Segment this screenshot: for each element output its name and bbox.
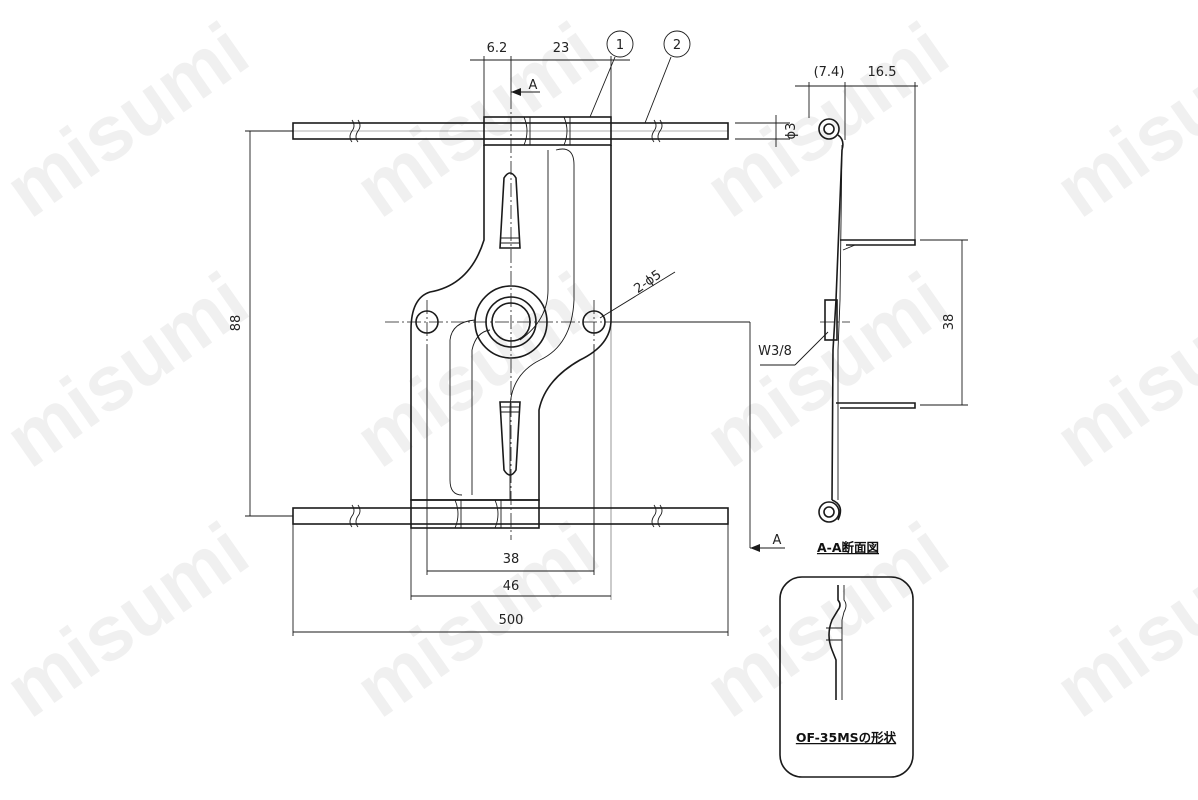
section-marker-bottom: A (773, 533, 782, 548)
watermark-text: misumi (339, 255, 613, 484)
side-section-view: (7.4) 16.5 38 W3/8 A-A断面図 (758, 65, 968, 555)
watermark-text: misumi (0, 505, 263, 734)
watermark-layer: misumi misumi misumi misumi misumi misum… (0, 5, 1198, 734)
front-view (292, 95, 729, 540)
dim-top-offset: 6.2 (487, 41, 508, 56)
watermark-text: misumi (339, 5, 613, 234)
dim-side-pitch: 38 (942, 314, 957, 331)
callout-2-label: 2 (673, 38, 681, 53)
watermark-text: misumi (0, 5, 263, 234)
dim-rod-diameter: ϕ3 (784, 123, 799, 140)
watermark-text: misumi (0, 255, 263, 484)
watermark-text: misumi (1039, 505, 1198, 734)
callout-1-label: 1 (616, 38, 624, 53)
dim-hole-spec: 2-ϕ5 (631, 267, 664, 296)
watermark-text: misumi (1039, 255, 1198, 484)
watermark-text: misumi (689, 255, 963, 484)
dim-side-offset: (7.4) (814, 65, 845, 80)
dim-top-span: 23 (553, 41, 570, 56)
section-caption: A-A断面図 (817, 540, 879, 555)
dim-inner-width: 38 (503, 552, 520, 567)
dim-outer-width: 46 (503, 579, 520, 594)
section-marker-top: A (529, 78, 538, 93)
watermark-text: misumi (1039, 5, 1198, 234)
upper-slot (499, 172, 521, 249)
callout-2 (663, 30, 691, 58)
detail-box: OF-35MSの形状 (779, 576, 914, 778)
dim-thread: W3/8 (758, 344, 792, 359)
callout-1 (606, 30, 634, 58)
dim-side-depth: 16.5 (868, 65, 897, 80)
dim-rod-length: 500 (499, 613, 524, 628)
watermark-text: misumi (339, 505, 613, 734)
detail-caption: OF-35MSの形状 (796, 730, 897, 745)
bottom-rod (292, 499, 729, 529)
dim-height: 88 (229, 315, 244, 332)
